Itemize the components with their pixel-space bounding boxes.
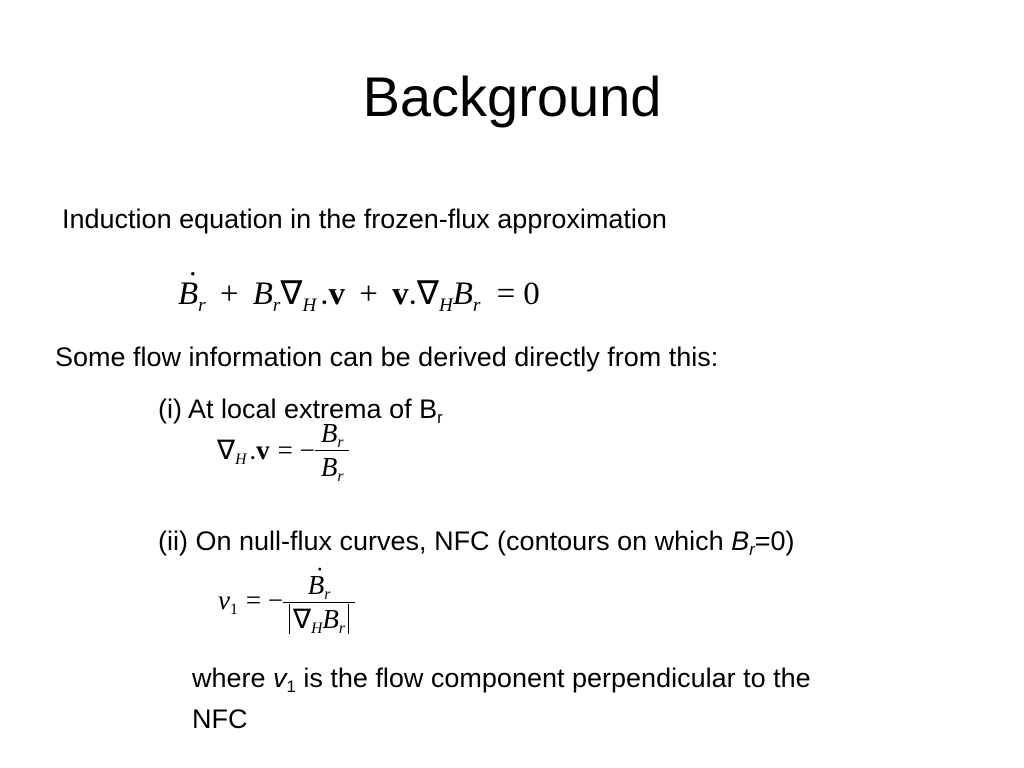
induction-heading: Induction equation in the frozen-flux ap… xyxy=(62,204,667,234)
nfc-velocity-equation: v1= −˙Br∇HBr xyxy=(218,563,355,637)
nfc-velocity-fraction: ˙Br∇HBr xyxy=(283,563,355,637)
B-dot-symbol: ˙B xyxy=(178,266,199,312)
where-text: where v1 is the flow component perpendic… xyxy=(192,663,811,697)
induction-equation: ˙Br + Br∇H.v + v.∇HBr =0 xyxy=(178,266,540,316)
slide-title: Background xyxy=(362,65,662,128)
flow-info-text: Some flow information can be derived dir… xyxy=(55,342,719,372)
item-i-text: (i) At local extrema of Br xyxy=(158,394,443,428)
item-ii-text: (ii) On null-flux curves, NFC (contours … xyxy=(158,526,795,560)
where-text-line2: NFC xyxy=(192,704,248,734)
